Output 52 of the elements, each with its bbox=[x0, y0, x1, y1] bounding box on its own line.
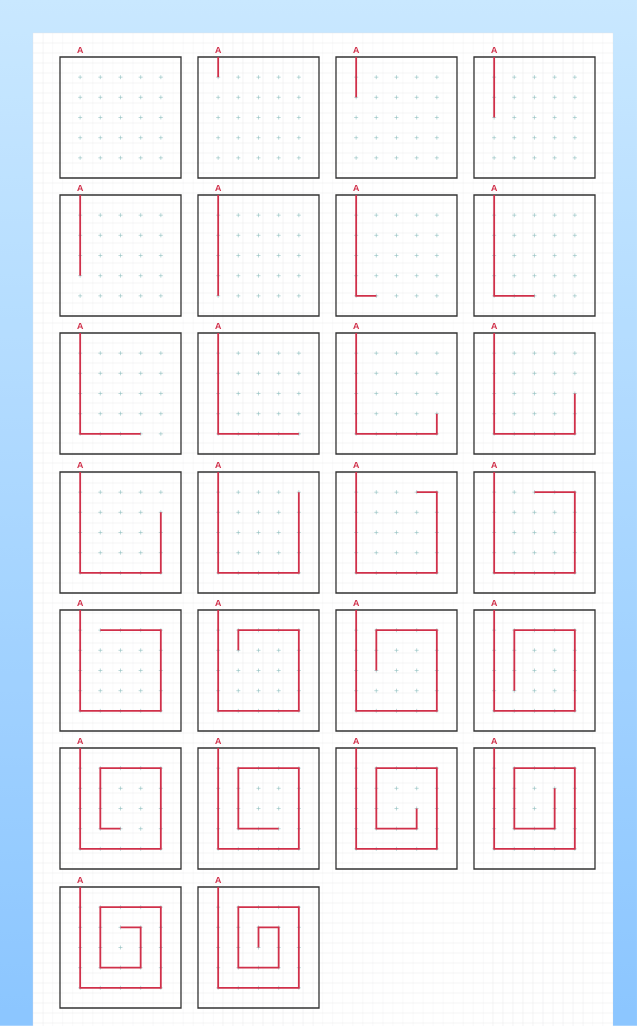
node-label: A bbox=[215, 322, 222, 330]
node-label: A bbox=[77, 876, 84, 884]
node-label: A bbox=[77, 737, 84, 745]
grid-box: A bbox=[197, 322, 320, 455]
node-label: A bbox=[353, 46, 360, 54]
grid-box: A bbox=[473, 737, 596, 870]
grid-box: A bbox=[197, 184, 320, 317]
grid-box: A bbox=[473, 461, 596, 594]
grid-box: A bbox=[59, 322, 182, 455]
node-label: A bbox=[215, 184, 222, 192]
grid-box: A bbox=[59, 599, 182, 732]
grid-box: A bbox=[473, 184, 596, 317]
grid-box: A bbox=[335, 322, 458, 455]
grid-box: A bbox=[197, 876, 320, 1009]
grid-box: A bbox=[335, 184, 458, 317]
node-label: A bbox=[491, 737, 498, 745]
grid-box: A bbox=[473, 46, 596, 179]
grid-box: A bbox=[59, 876, 182, 1009]
node-label: A bbox=[215, 876, 222, 884]
node-label: A bbox=[491, 184, 498, 192]
node-label: A bbox=[491, 599, 498, 607]
grid-box: A bbox=[197, 46, 320, 179]
grid-box: A bbox=[473, 599, 596, 732]
node-label: A bbox=[353, 599, 360, 607]
node-label: A bbox=[491, 322, 498, 330]
node-label: A bbox=[215, 737, 222, 745]
node-label: A bbox=[353, 737, 360, 745]
node-label: A bbox=[77, 599, 84, 607]
grid-box: A bbox=[335, 599, 458, 732]
node-label: A bbox=[215, 461, 222, 469]
node-label: A bbox=[77, 322, 84, 330]
node-label: A bbox=[215, 46, 222, 54]
node-label: A bbox=[215, 599, 222, 607]
grid-box: A bbox=[335, 46, 458, 179]
grid-box: A bbox=[59, 184, 182, 317]
node-label: A bbox=[77, 46, 84, 54]
node-label: A bbox=[491, 46, 498, 54]
grid-box: A bbox=[197, 599, 320, 732]
grid-box: A bbox=[59, 461, 182, 594]
node-label: A bbox=[353, 461, 360, 469]
grid-box: A bbox=[335, 461, 458, 594]
grid-box: A bbox=[59, 737, 182, 870]
grid-box: A bbox=[197, 461, 320, 594]
grid-box: A bbox=[197, 737, 320, 870]
node-label: A bbox=[77, 461, 84, 469]
node-label: A bbox=[353, 184, 360, 192]
node-label: A bbox=[77, 184, 84, 192]
grid-box: A bbox=[473, 322, 596, 455]
node-label: A bbox=[491, 461, 498, 469]
grid-box: A bbox=[335, 737, 458, 870]
node-label: A bbox=[353, 322, 360, 330]
grid-box: A bbox=[59, 46, 182, 179]
